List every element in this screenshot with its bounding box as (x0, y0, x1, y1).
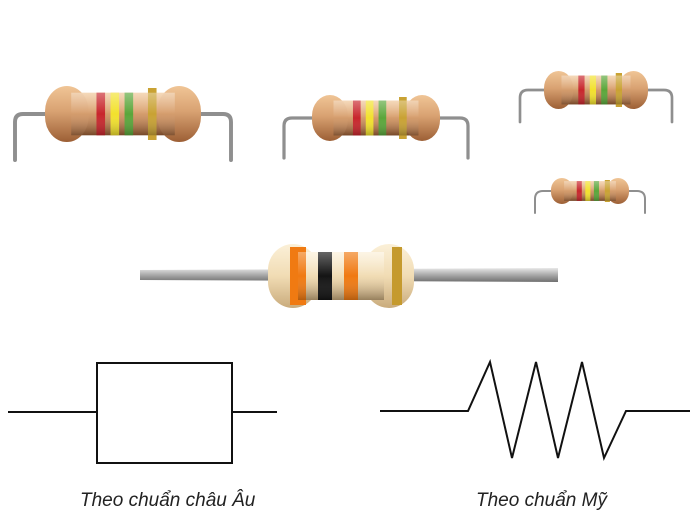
resistor-tiny (534, 178, 646, 214)
resistor-small-shading (561, 75, 631, 105)
resistor-large-lead-left (13, 112, 51, 162)
resistor-large-shading (71, 92, 175, 136)
resistor-medium (282, 95, 470, 160)
eu-resistor-box (96, 362, 233, 464)
caption-american-standard: Theo chuẩn Mỹ (476, 490, 607, 511)
caption-european-standard: Theo chuẩn châu Âu (80, 490, 256, 511)
axial-shading (298, 252, 384, 300)
resistor-tiny-lead-left (534, 190, 556, 214)
resistor-symbol-american (380, 358, 690, 462)
resistor-large-lead-right (195, 112, 233, 162)
resistor-small-lead-right (642, 88, 674, 124)
resistor-axial (140, 244, 558, 308)
resistor-medium-shading (333, 100, 419, 136)
resistor-small-lead-left (518, 88, 550, 124)
us-zigzag (380, 358, 690, 462)
resistor-medium-lead-left (282, 116, 318, 160)
resistor-small (518, 71, 674, 124)
resistor-symbol-european (8, 362, 277, 464)
resistor-large (13, 86, 233, 162)
resistor-tiny-lead-right (624, 190, 646, 214)
resistor-medium-lead-right (434, 116, 470, 160)
resistor-tiny-shading (564, 181, 616, 201)
axial-band-4 (392, 247, 402, 305)
